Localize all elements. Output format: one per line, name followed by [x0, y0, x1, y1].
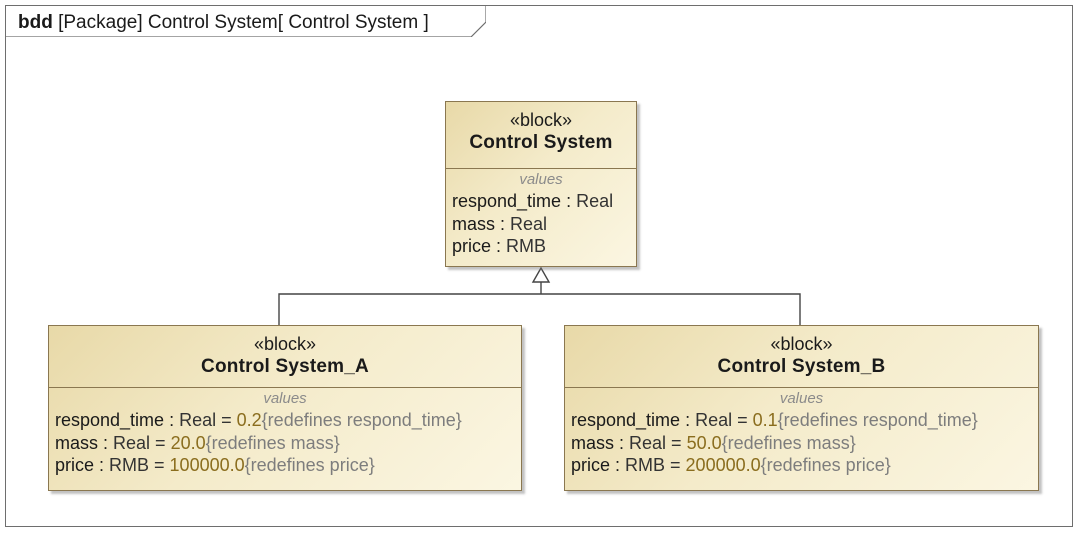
block-header: «block» Control System [446, 102, 636, 169]
property-value: 100000.0 [169, 455, 245, 475]
property-respond-time[interactable]: respond_time : Real = 0.2{redefines resp… [55, 410, 462, 430]
property-value: 0.2 [236, 410, 262, 430]
stereotype-label: «block» [770, 334, 833, 354]
property-price[interactable]: price : RMB [452, 236, 547, 256]
property-value: 0.1 [752, 410, 778, 430]
generalization-line-a[interactable] [278, 293, 541, 325]
property-value: 20.0 [170, 432, 206, 453]
values-compartment-title: values [263, 390, 307, 407]
property-mass[interactable]: mass : Real [452, 213, 548, 234]
values-compartment-title: values [779, 390, 824, 407]
generalization-line-b[interactable] [541, 293, 801, 325]
generalization-arrowhead [531, 266, 551, 283]
stereotype-label: «block» [253, 334, 317, 354]
redefines-constraint: {redefines respond_time} [261, 410, 462, 430]
redefines-constraint: {redefines respond_time} [777, 410, 978, 430]
block-name: Control System_B [717, 356, 886, 377]
block-control-system-b[interactable]: «block» Control System_B values respond_… [564, 325, 1039, 491]
property-respond-time[interactable]: respond_time : Real = 0.1{redefines resp… [571, 410, 978, 430]
frame-heading-tab: bdd [Package] Control System[ Control Sy… [5, 5, 486, 37]
property-price[interactable]: price : RMB = 100000.0{redefines price} [55, 455, 375, 475]
property-respond-time[interactable]: respond_time : Real [452, 191, 614, 211]
redefines-constraint: {redefines mass} [721, 432, 856, 453]
frame-title: bdd [Package] Control System[ Control Sy… [18, 12, 429, 34]
redefines-constraint: {redefines price} [760, 455, 891, 475]
property-price[interactable]: price : RMB = 200000.0{redefines price} [571, 455, 891, 475]
redefines-constraint: {redefines mass} [205, 432, 340, 453]
values-compartment-title: values [519, 171, 563, 188]
stereotype-label: «block» [509, 110, 573, 130]
property-value: 200000.0 [685, 455, 761, 475]
block-control-system[interactable]: «block» Control System values respond_ti… [445, 101, 637, 267]
property-mass[interactable]: mass : Real = 50.0{redefines mass} [571, 432, 856, 453]
frame-kind-label: bdd [18, 12, 53, 33]
block-name: Control System [469, 132, 613, 153]
property-mass[interactable]: mass : Real = 20.0{redefines mass} [55, 432, 340, 453]
block-header: «block» Control System_A [49, 326, 521, 388]
block-header: «block» Control System_B [565, 326, 1038, 388]
property-value: 50.0 [686, 432, 722, 453]
frame-tab-outline [5, 5, 486, 37]
diagram-frame [5, 5, 1073, 527]
redefines-constraint: {redefines price} [244, 455, 375, 475]
block-control-system-a[interactable]: «block» Control System_A values respond_… [48, 325, 522, 491]
frame-label: [Package] Control System[ Control System… [58, 12, 429, 33]
block-name: Control System_A [201, 356, 369, 377]
